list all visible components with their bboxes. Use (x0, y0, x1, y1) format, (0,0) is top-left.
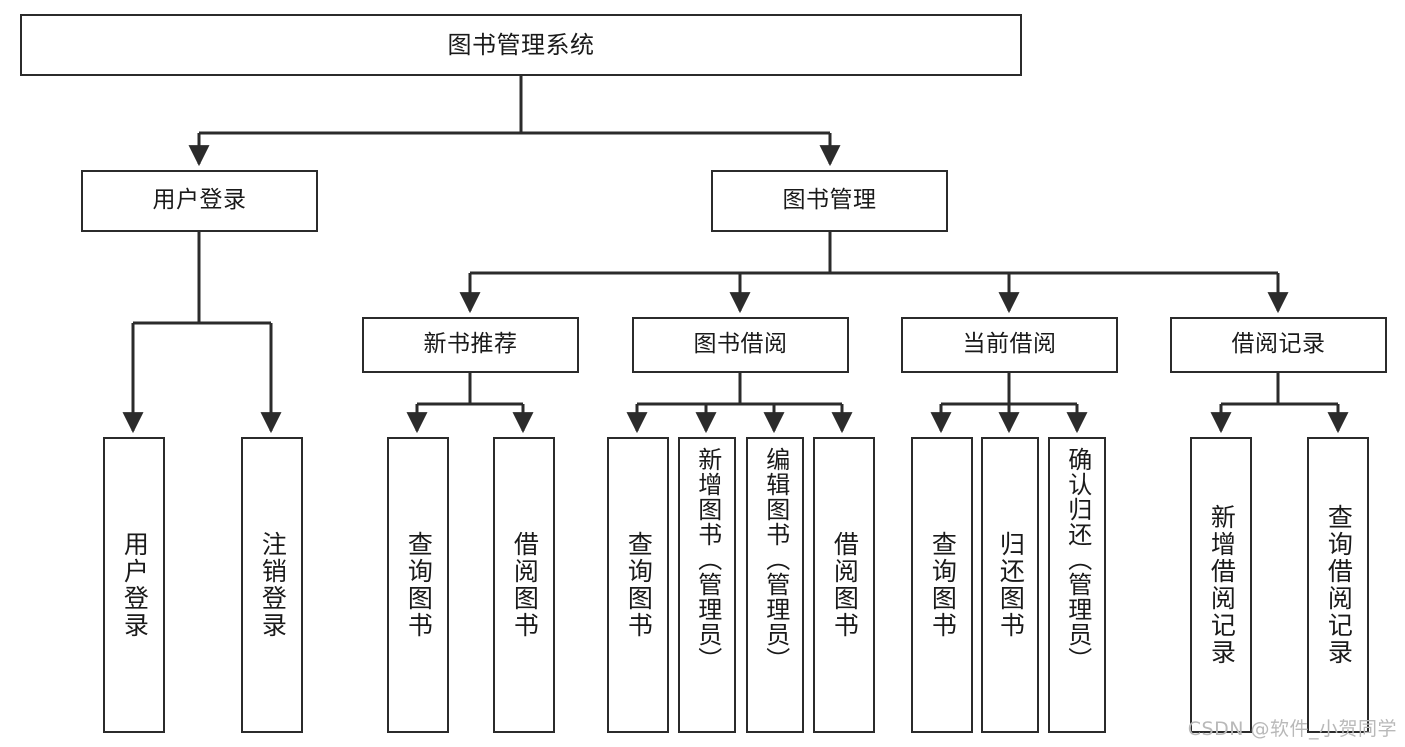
leaf-query-book-current[interactable]: 查询图书 (911, 437, 973, 733)
node-new-book-recommend[interactable]: 新书推荐 (362, 317, 579, 373)
node-label: 借阅图书 (510, 531, 540, 639)
node-label: 编辑图书（管理员） (761, 447, 790, 672)
node-label: 查询图书 (928, 531, 958, 639)
node-label: 借阅图书 (830, 531, 860, 639)
node-user-login[interactable]: 用户登录 (81, 170, 318, 232)
node-label: 图书借阅 (693, 331, 788, 358)
node-current-borrow[interactable]: 当前借阅 (901, 317, 1118, 373)
node-book-borrow[interactable]: 图书借阅 (632, 317, 849, 373)
leaf-add-book-admin[interactable]: 新增图书（管理员） (678, 437, 736, 733)
node-label: 图书管理 (782, 187, 877, 214)
node-label: 归还图书 (996, 531, 1026, 639)
node-label: 查询借阅记录 (1324, 504, 1354, 666)
leaf-user-logout[interactable]: 注销登录 (241, 437, 303, 733)
csdn-watermark: CSDN @软件_小贺同学 (1187, 718, 1397, 740)
node-book-manage[interactable]: 图书管理 (711, 170, 948, 232)
leaf-query-book-recommend[interactable]: 查询图书 (387, 437, 449, 733)
node-label: 查询图书 (624, 531, 654, 639)
node-label: 注销登录 (258, 531, 288, 639)
node-label: 确认归还（管理员） (1063, 447, 1092, 672)
node-label: 新书推荐 (423, 331, 518, 358)
leaf-return-book[interactable]: 归还图书 (981, 437, 1039, 733)
leaf-query-borrow-record[interactable]: 查询借阅记录 (1307, 437, 1369, 733)
leaf-add-borrow-record[interactable]: 新增借阅记录 (1190, 437, 1252, 733)
leaf-edit-book-admin[interactable]: 编辑图书（管理员） (746, 437, 804, 733)
node-label: 新增图书（管理员） (693, 447, 722, 672)
node-root-system[interactable]: 图书管理系统 (20, 14, 1022, 76)
leaf-borrow-book-recommend[interactable]: 借阅图书 (493, 437, 555, 733)
node-label: 图书管理系统 (447, 30, 595, 59)
node-label: 用户登录 (120, 531, 150, 639)
leaf-confirm-return-admin[interactable]: 确认归还（管理员） (1048, 437, 1106, 733)
leaf-borrow-book[interactable]: 借阅图书 (813, 437, 875, 733)
node-label: 用户登录 (152, 187, 247, 214)
leaf-query-book-borrow[interactable]: 查询图书 (607, 437, 669, 733)
node-borrow-record[interactable]: 借阅记录 (1170, 317, 1387, 373)
node-label: 当前借阅 (962, 331, 1057, 358)
leaf-user-login[interactable]: 用户登录 (103, 437, 165, 733)
node-label: 新增借阅记录 (1207, 504, 1237, 666)
node-label: 查询图书 (404, 531, 434, 639)
node-label: 借阅记录 (1231, 331, 1326, 358)
